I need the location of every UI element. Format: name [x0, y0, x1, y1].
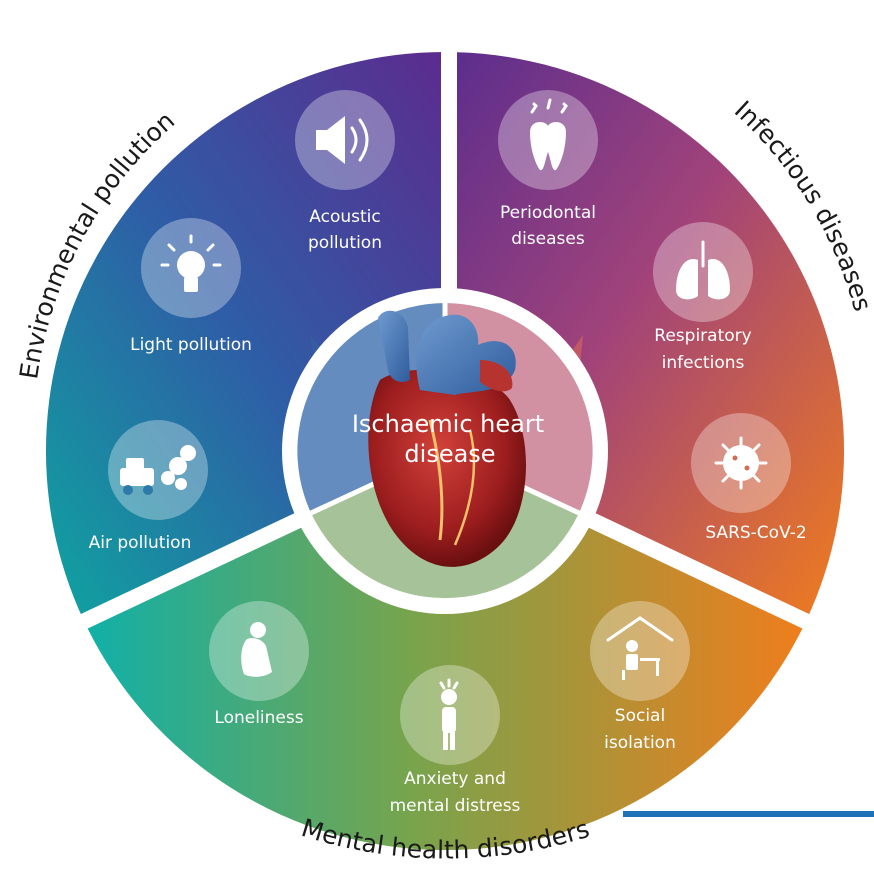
lonely-person-icon [241, 622, 272, 677]
label-anxiety-2: mental distress [390, 796, 521, 816]
anxious-person-icon [439, 678, 459, 750]
item-air-pollution: Air pollution [89, 420, 208, 553]
center-title-line1: Ischaemic heart [352, 410, 544, 438]
item-social-isolation: Social isolation [590, 601, 690, 753]
speaker-icon [316, 116, 369, 164]
label-acoustic-1: Acoustic [309, 207, 380, 227]
tooth-icon [530, 98, 568, 171]
sector-mental [84, 451, 806, 851]
item-acoustic-pollution: Acoustic pollution [295, 90, 395, 253]
label-light-pollution: Light pollution [130, 335, 252, 355]
item-respiratory-infections: Respiratory infections [653, 222, 753, 373]
virus-icon [714, 436, 768, 490]
item-sars-cov-2: SARS-CoV-2 [691, 413, 807, 543]
label-respiratory-1: Respiratory [654, 326, 751, 346]
car-exhaust-icon [120, 445, 196, 495]
center-title-line2: disease [404, 440, 495, 468]
lungs-icon [676, 240, 730, 300]
label-periodontal-2: diseases [511, 229, 585, 249]
isolated-person-icon [606, 616, 674, 680]
item-anxiety: Anxiety and mental distress [390, 665, 521, 816]
item-periodontal-diseases: Periodontal diseases [498, 90, 598, 249]
heart-illustration [368, 310, 527, 567]
label-social-1: Social [615, 706, 665, 726]
label-respiratory-2: infections [662, 353, 745, 373]
label-periodontal-1: Periodontal [500, 203, 596, 223]
label-loneliness: Loneliness [214, 708, 303, 728]
item-loneliness: Loneliness [209, 601, 309, 728]
label-sars-cov-2: SARS-CoV-2 [705, 523, 806, 543]
label-anxiety-1: Anxiety and [404, 769, 506, 789]
lightbulb-icon [160, 234, 222, 292]
item-light-pollution: Light pollution [130, 218, 252, 355]
label-acoustic-2: pollution [308, 233, 382, 253]
label-social-2: isolation [604, 733, 676, 753]
label-air-pollution: Air pollution [89, 533, 192, 553]
accent-line [623, 811, 874, 817]
